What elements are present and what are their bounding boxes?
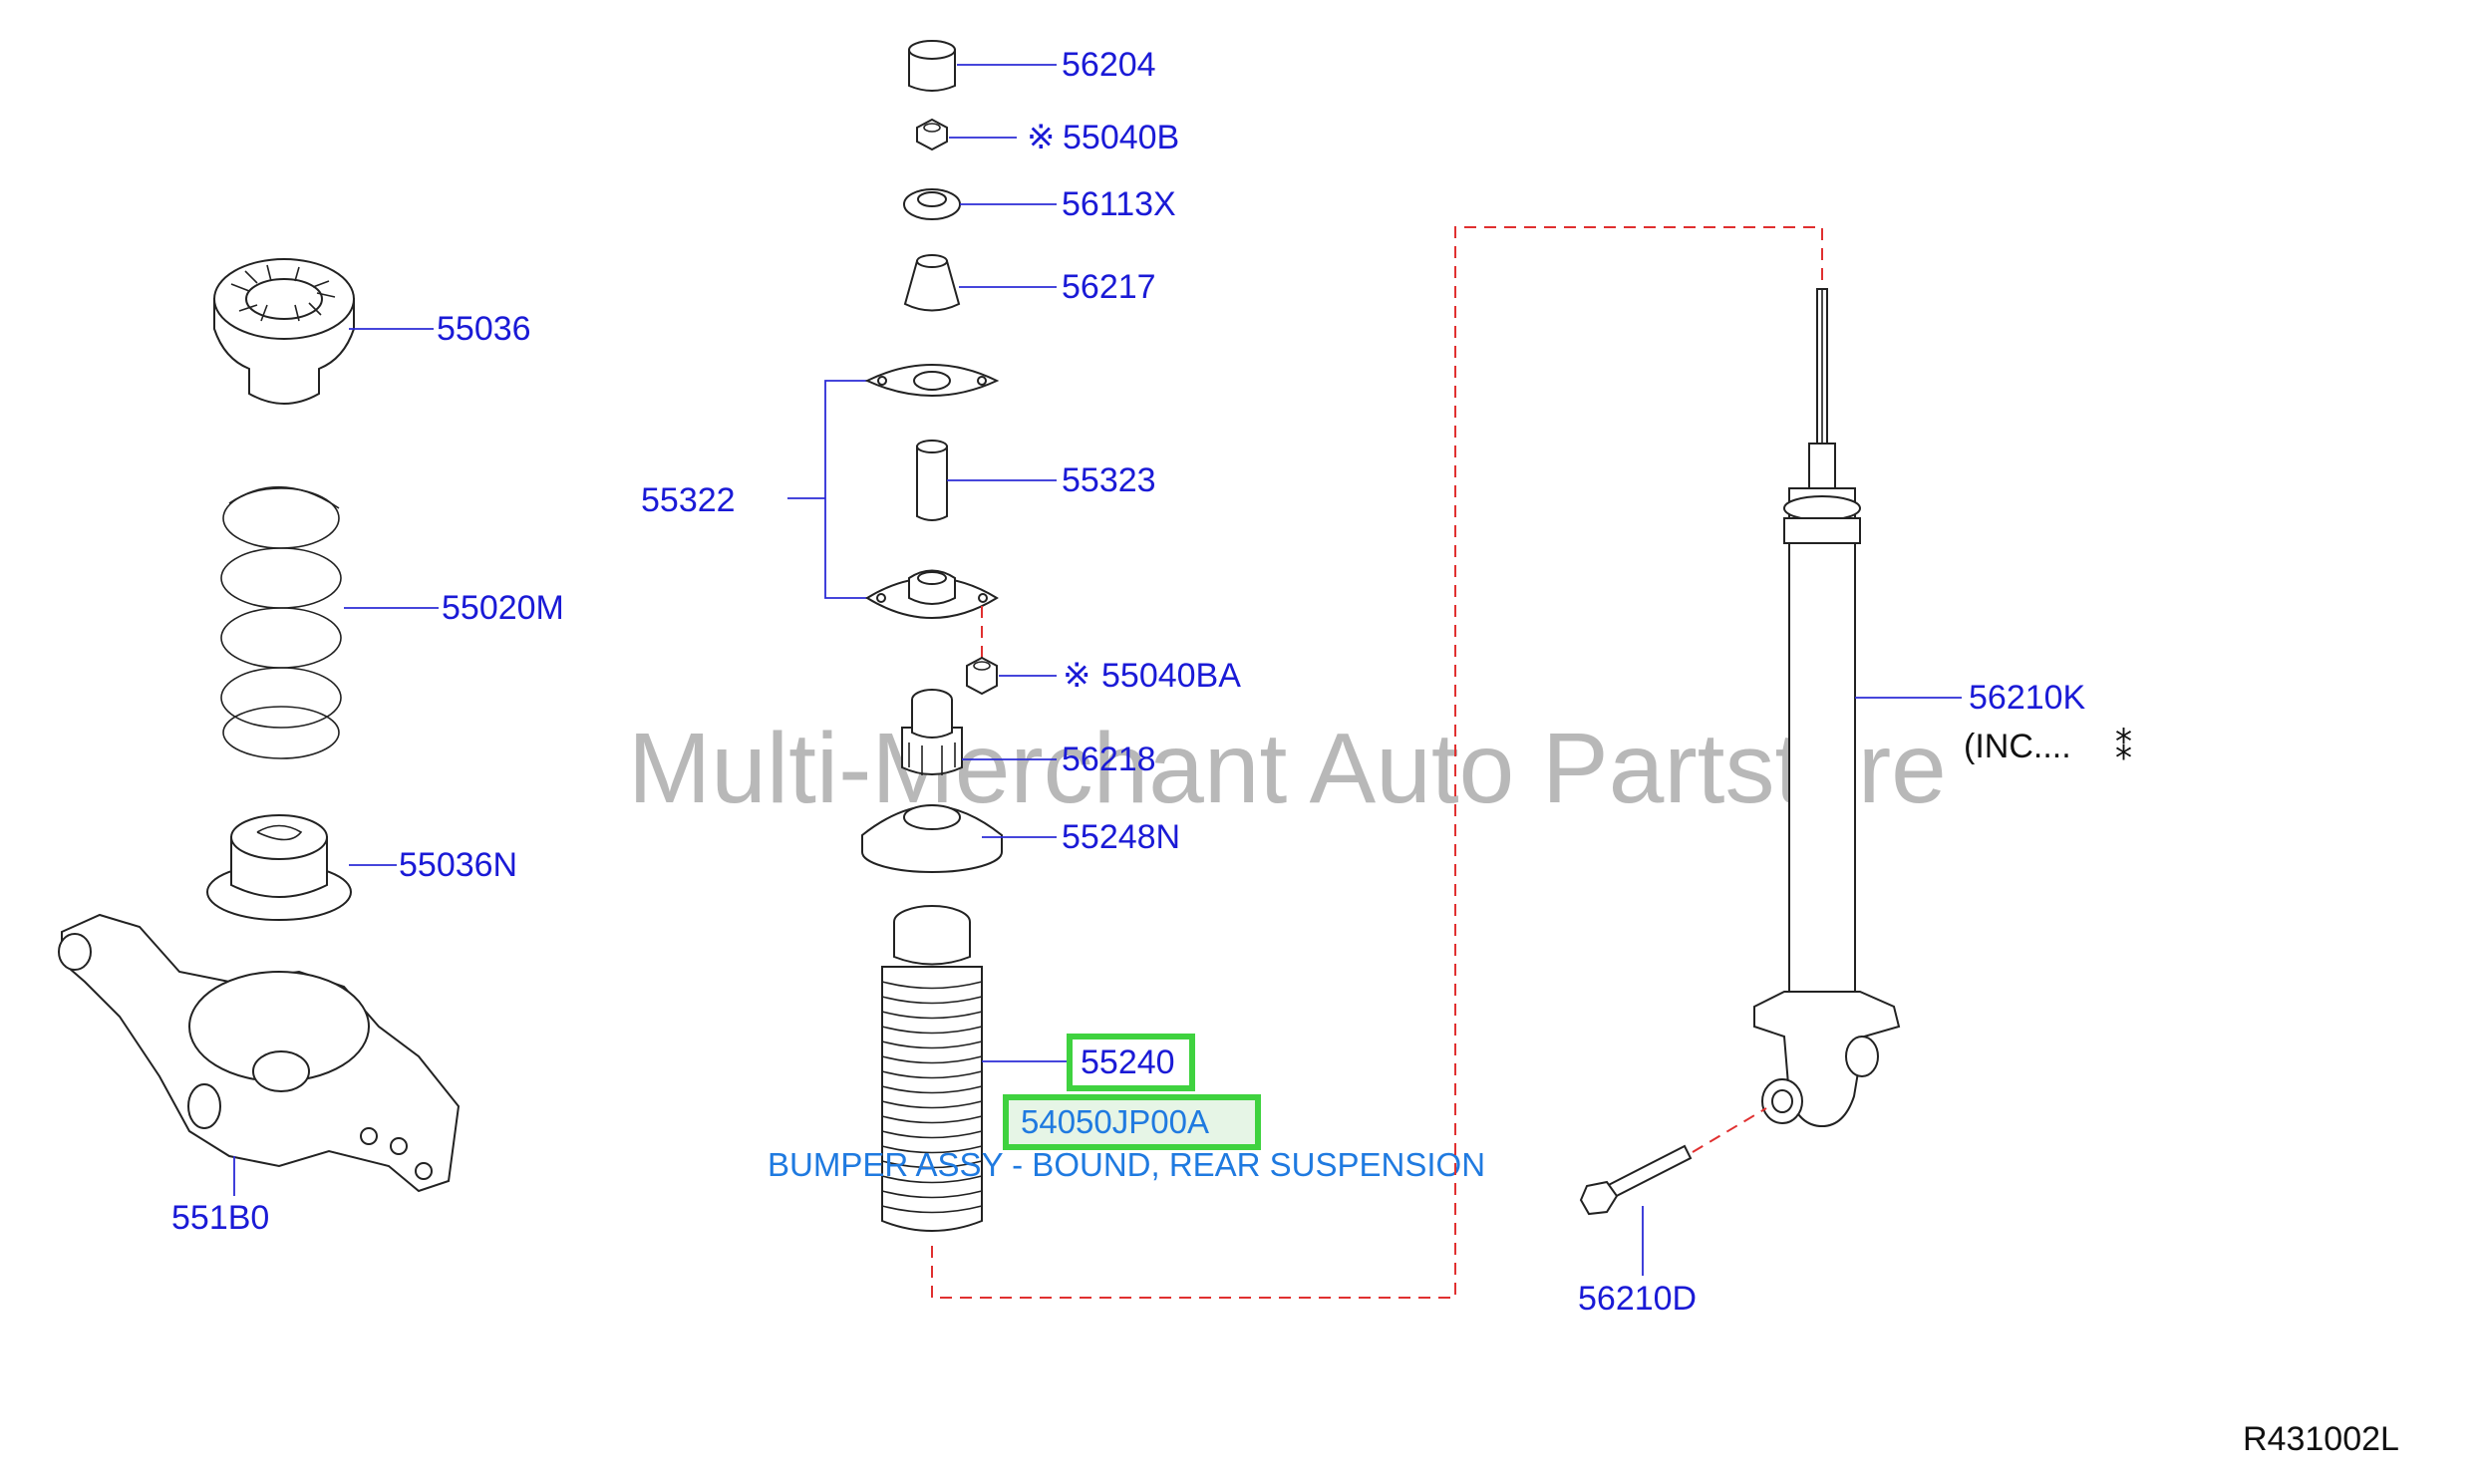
label-55036N[interactable]: 55036N	[399, 846, 517, 884]
dash-bolt	[1692, 1107, 1767, 1153]
diagram-ref: R431002L	[2243, 1420, 2399, 1458]
label-55036[interactable]: 55036	[437, 310, 531, 348]
coil-spring-drawing	[220, 485, 342, 759]
label-55322[interactable]: 55322	[641, 481, 736, 519]
asterisk-55040BA: ※	[1063, 657, 1091, 695]
gasket-drawing	[864, 364, 1000, 397]
label-56218[interactable]: 56218	[1062, 741, 1156, 778]
bound-bumper-top-drawing	[901, 689, 963, 775]
lower-arm-drawing	[58, 913, 461, 1193]
label-55240[interactable]: 55240	[1081, 1043, 1175, 1081]
nut-drawing	[916, 118, 948, 151]
label-55248N[interactable]: 55248N	[1062, 818, 1180, 856]
nut-lower-drawing	[966, 656, 998, 696]
dust-cap-drawing	[908, 40, 956, 92]
spring-seat-upper-drawing	[213, 258, 355, 405]
pin-drawing	[916, 440, 948, 521]
bracket-55322	[787, 380, 872, 599]
note-mark-56210K: ⁑	[2115, 729, 2132, 767]
spring-seat-rubber-drawing	[861, 803, 1003, 873]
label-56204[interactable]: 56204	[1062, 46, 1156, 84]
label-56210K[interactable]: 56210K	[1969, 679, 2086, 717]
washer-drawing	[903, 188, 961, 220]
mount-plate-drawing	[865, 569, 999, 619]
bushing-drawing	[903, 254, 961, 312]
shock-absorber-drawing	[1753, 288, 1901, 1128]
label-56210D[interactable]: 56210D	[1578, 1280, 1697, 1318]
callout-description[interactable]: BUMPER ASSY - BOUND, REAR SUSPENSION	[768, 1146, 1485, 1183]
asterisk-55040B: ※	[1027, 119, 1056, 156]
label-56210K-note: (INC....	[1964, 728, 2071, 765]
watermark-text: Multi-Merchant Auto Partstore	[628, 713, 1947, 824]
dust-boot-drawing	[881, 905, 983, 1232]
bolt-drawing	[1579, 1144, 1693, 1216]
label-56113X[interactable]: 56113X	[1062, 185, 1176, 223]
label-55040B[interactable]: 55040B	[1063, 119, 1179, 156]
dashed-connection	[931, 226, 1823, 1299]
highlight-55240	[1067, 1034, 1195, 1091]
label-55040BA[interactable]: 55040BA	[1101, 657, 1241, 695]
label-55323[interactable]: 55323	[1062, 461, 1156, 499]
label-551B0[interactable]: 551B0	[171, 1199, 269, 1237]
label-55020M[interactable]: 55020M	[442, 589, 564, 627]
lower-spring-seat-drawing	[206, 814, 352, 921]
label-56217[interactable]: 56217	[1062, 268, 1156, 306]
callout-part-number[interactable]: 54050JP00A	[1021, 1103, 1209, 1140]
highlight-54050JP00A	[1003, 1094, 1261, 1150]
